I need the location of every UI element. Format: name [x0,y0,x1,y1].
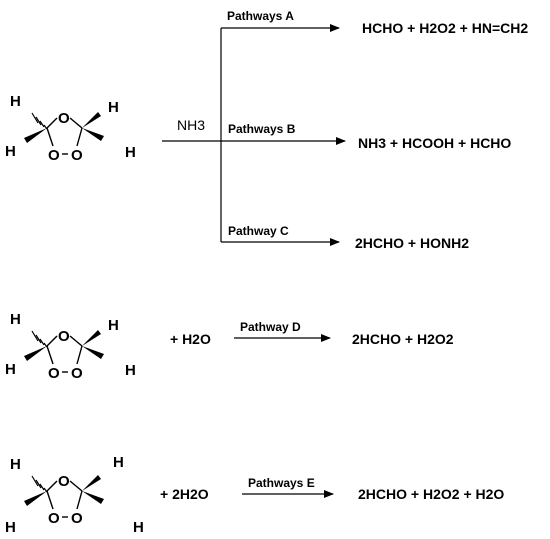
atom-o: O [48,365,60,382]
atom-o: O [58,473,70,490]
atom-o: O [71,147,83,164]
atom-o: O [58,110,70,127]
products-pathway-a: HCHO + H2O2 + HN=CH2 [362,20,528,36]
atom-h: H [108,99,119,116]
reagent-h2o: + H2O [170,331,211,347]
products-pathway-b: NH3 + HCOOH + HCHO [358,135,511,151]
atom-h: H [10,93,21,110]
label-pathway-e: Pathways E [248,476,315,490]
atom-o: O [71,510,83,527]
atom-h: H [5,143,16,160]
products-pathway-c: 2HCHO + HONH2 [355,235,469,251]
atom-h: H [125,362,136,379]
products-pathway-e: 2HCHO + H2O2 + H2O [358,486,504,502]
atom-o: O [71,365,83,382]
trioxolane-molecule-1: H H H H O O O [5,93,136,164]
atom-h: H [108,317,119,334]
atom-h: H [125,144,136,161]
atom-h: H [133,519,144,536]
atom-o: O [48,510,60,527]
reagent-2h2o: + 2H2O [160,486,209,502]
label-pathway-a: Pathways A [227,9,294,23]
reagent-nh3: NH3 [177,117,205,133]
trioxolane-molecule-3: H H H H O O O [5,454,144,536]
label-pathway-d: Pathway D [240,320,301,334]
atom-h: H [10,311,21,328]
atom-h: H [10,456,21,473]
atom-o: O [58,328,70,345]
atom-h: H [113,454,124,471]
trioxolane-molecule-2: H H H H O O O [5,311,136,382]
atom-h: H [5,361,16,378]
label-pathway-c: Pathway C [228,224,289,238]
atom-o: O [48,147,60,164]
reagent-text: NH3 [177,117,205,133]
label-pathway-b: Pathways B [228,122,296,136]
h2o2-product: H2O2 [419,20,456,36]
products-pathway-d: 2HCHO + H2O2 [352,331,454,347]
atom-h: H [5,519,16,536]
